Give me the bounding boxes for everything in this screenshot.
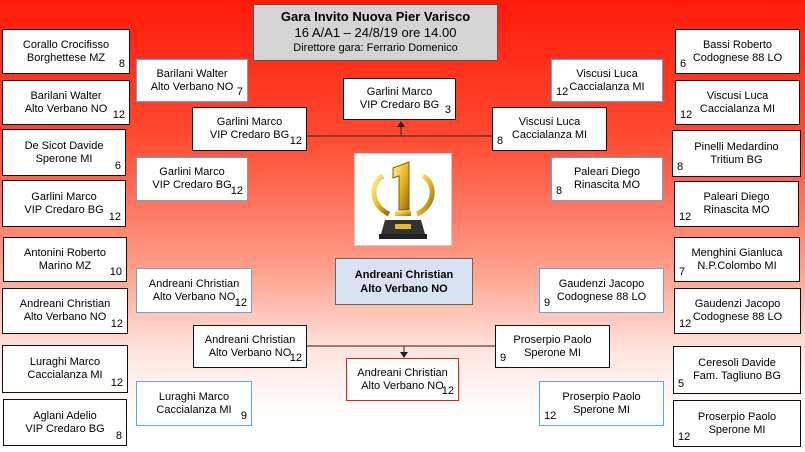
score: 12 <box>230 185 243 197</box>
tournament-date: 16 A/A1 – 24/8/19 ore 14.00 <box>294 25 457 40</box>
score: 9 <box>500 352 507 364</box>
score: 12 <box>110 318 123 330</box>
score: 12 <box>679 318 692 330</box>
score: 12 <box>108 211 121 223</box>
score: 12 <box>112 109 125 121</box>
score: 8 <box>497 135 504 147</box>
trophy-image <box>354 153 452 246</box>
score: 8 <box>115 430 122 442</box>
arrow-up-icon <box>397 121 405 127</box>
score: 6 <box>114 160 121 172</box>
score: 12 <box>556 86 569 98</box>
tournament-title: Gara Invito Nuova Pier Varisco <box>280 9 471 24</box>
winner-box: Andreani Christian Alto Verbano NO <box>335 258 473 305</box>
trophy-icon <box>371 161 435 239</box>
tournament-header: Gara Invito Nuova Pier Varisco 16 A/A1 –… <box>253 4 498 61</box>
score: 12 <box>544 410 557 422</box>
score: 8 <box>118 58 125 70</box>
score: 10 <box>109 266 122 278</box>
score: 12 <box>679 211 692 223</box>
arrow-down-icon <box>400 352 408 358</box>
score: 6 <box>680 58 687 70</box>
score: 12 <box>289 135 302 147</box>
score: 12 <box>234 297 247 309</box>
score: 7 <box>679 266 686 278</box>
score: 7 <box>236 86 243 98</box>
score: 5 <box>678 378 685 390</box>
race-director: Direttore gara: Ferrario Domenico <box>293 42 458 54</box>
score: 12 <box>680 109 693 121</box>
score: 12 <box>110 377 123 389</box>
winner-name: Andreani Christian <box>354 268 454 281</box>
score: 8 <box>677 161 684 173</box>
winner-club: Alto Verbano NO <box>360 282 448 295</box>
score: 8 <box>556 185 563 197</box>
score: 3 <box>444 104 451 116</box>
score: 9 <box>240 410 247 422</box>
score: 12 <box>289 352 302 364</box>
score: 12 <box>678 431 691 443</box>
score: 12 <box>441 385 454 397</box>
score: 9 <box>544 297 551 309</box>
